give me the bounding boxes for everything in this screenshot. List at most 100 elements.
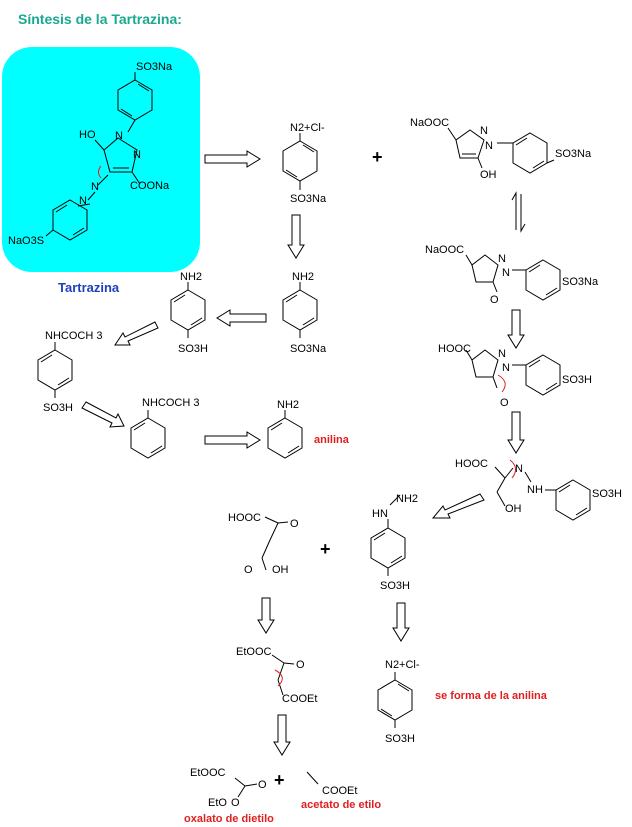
group-label: SO3H [562,374,592,386]
benzene-ring [512,132,548,174]
reaction-arrow [507,309,525,349]
tartrazina-label: Tartrazina [58,280,120,295]
pyrazole-ring [103,137,138,173]
pyrazolone-acid: HOOC N N O SO3H [438,343,592,409]
pyrazole-ring [471,254,499,283]
sodium-sulfanilate: NH2 SO3Na [282,271,327,355]
sulfanilic-acid: NH2 SO3H [170,271,208,355]
hydrazone-acid: HOOC N NH OH SO3H [455,458,622,521]
group-label: NH2 [396,493,418,505]
group-label: EtOOC [190,767,226,779]
reaction-arrow [392,602,410,642]
group-label: EtO [208,797,227,809]
reaction-arrow [287,214,305,259]
group-label: OH [480,169,497,181]
phenylhydrazine-sulfonic-acid: HN NH2 SO3H [370,493,418,592]
bond-break-mark [497,374,506,393]
benzene-ring [555,479,591,521]
group-label: SO3Na [555,148,592,160]
group-label: SO3Na [290,343,327,355]
diethyl-oxaloacetate: EtOOC O COOEt [236,646,317,705]
benzene-ring [525,354,561,396]
group-label: NH [527,484,543,496]
group-label: EtOOC [236,646,272,658]
pyrazolone-keto: NaOOC N N O SO3Na [425,244,599,306]
group-label: NaO3S [8,235,44,247]
reaction-arrow [273,714,291,756]
group-label: HN [372,508,388,520]
reaction-arrow [216,309,267,327]
se-forma-label: se forma de la anilina [435,690,548,702]
group-label: SO3H [592,488,622,500]
benzene-ring [377,679,413,721]
group-label: COONa [130,180,170,192]
group-label: NaOOC [410,117,449,129]
anilina-label: anilina [314,434,350,446]
reaction-arrow [431,493,485,519]
benzene-ring [130,417,166,459]
acetanilide: NHCOCH 3 [130,397,199,459]
group-label: SO3H [178,343,208,355]
atom-label: N [79,195,87,207]
page-title: Síntesis de la Tartrazina: [18,11,182,27]
benzene-ring [170,289,206,331]
group-label: NaOOC [425,244,464,256]
group-label: NH2 [180,271,202,283]
reaction-arrow [81,401,125,428]
group-label: SO3Na [562,276,599,288]
atom-label: N [498,253,506,265]
group-label: OH [505,503,522,515]
aniline: NH2 [267,399,303,459]
atom-label: O [296,659,305,671]
group-label: HOOC [455,458,488,470]
group-label: SO3Na [290,193,327,205]
acetato-label: acetato de etilo [301,799,381,811]
group-label: HOOC [438,343,471,355]
atom-label: N [485,140,493,152]
plus-sign: + [274,770,285,790]
atom-label: O [290,518,299,530]
oxaloacetic-acid: HOOC O OH O [228,512,299,576]
group-label: HOOC [228,512,261,524]
acetyl-sulfanilic-acid: NHCOCH 3 SO3H [37,330,102,414]
group-label: COOEt [282,693,317,705]
reaction-arrow [204,431,261,449]
atom-label: N [498,348,506,360]
atom-label: O [258,779,267,791]
atom-label: O [490,294,499,306]
group-label: N2+Cl- [385,659,420,671]
pyrazole-ring [471,349,499,378]
group-label: N2+Cl- [290,122,325,134]
atom-label: N [133,149,141,161]
reaction-arrow [204,150,261,168]
ethyl-acetate: COOEt [306,771,357,797]
pyrazolone-enol: NaOOC N N OH SO3Na [410,117,592,181]
atom-label: O [231,797,240,809]
plus-sign: + [320,539,331,559]
tartrazine-panel [2,47,200,272]
group-label: NHCOCH 3 [45,330,102,342]
group-label: OH [272,564,289,576]
bond-break-mark [98,165,102,179]
group-label: HO [79,129,96,141]
bond-break-mark [274,669,283,687]
diazonium-sulfonate: N2+Cl- SO3Na [282,122,327,205]
atom-label: N [115,130,123,142]
group-label: NH2 [277,399,299,411]
benzene-ring [52,199,88,241]
oxalato-label: oxalato de dietilo [184,813,274,825]
atom-label: N [502,267,510,279]
benzene-ring [282,140,318,182]
atom-label: N [502,362,510,374]
group-label: SO3Na [136,61,173,73]
group-label: SO3H [385,733,415,745]
tartrazine-structure: SO3Na HO N N COONa N N NaO3S [8,61,173,247]
benzene-ring [282,289,318,331]
benzene-ring [267,417,303,459]
group-label: COOEt [322,785,357,797]
equilibrium-arrows [511,191,526,233]
benzene-ring [37,349,73,391]
benzene-ring [525,259,561,301]
group-label: SO3H [380,580,410,592]
